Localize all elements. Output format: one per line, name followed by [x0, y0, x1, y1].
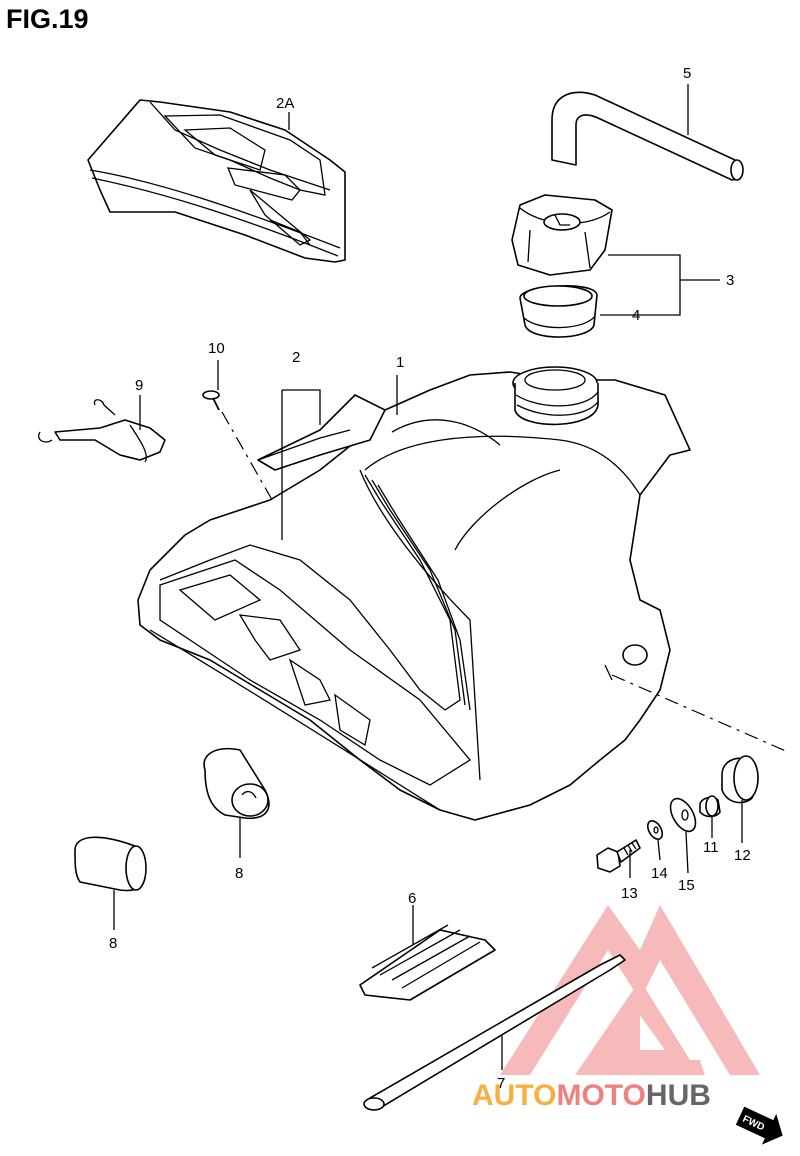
callout-3: 3: [726, 272, 734, 289]
hose-clip-9[interactable]: [38, 399, 166, 463]
screw-10[interactable]: [202, 390, 220, 411]
watermark-hub: HUB: [646, 1079, 711, 1112]
fuel-tank-1[interactable]: [137, 366, 691, 821]
cushion-8-upper[interactable]: [203, 748, 270, 819]
callout-5: 5: [683, 65, 691, 82]
figure-title: FIG.19: [6, 4, 89, 34]
leader-3: [600, 254, 720, 316]
breather-hose-5[interactable]: [551, 91, 744, 181]
connector-12: [611, 674, 789, 753]
fuel-cap-3[interactable]: [511, 194, 613, 276]
cap-gasket-4[interactable]: [519, 285, 598, 338]
watermark-moto: MOTO: [556, 1079, 645, 1112]
band-7[interactable]: [363, 954, 626, 1111]
callout-15: 15: [678, 877, 695, 894]
callout-11: 11: [703, 839, 719, 856]
watermark-logo-icon: [500, 905, 760, 1075]
bolt-13[interactable]: [596, 839, 641, 873]
washer-15[interactable]: [665, 794, 700, 835]
callout-9: 9: [135, 377, 143, 394]
collar-11[interactable]: [699, 795, 721, 818]
leader-15: [685, 831, 689, 874]
callout-14: 14: [651, 865, 668, 882]
callout-6: 6: [408, 890, 416, 907]
watermark-text: AUTOMOTOHUB: [472, 1079, 711, 1112]
callout-4: 4: [632, 307, 640, 324]
callout-10: 10: [208, 340, 225, 357]
leader-2: [281, 389, 321, 540]
leader-14: [657, 839, 661, 861]
fwd-arrow-icon: FWD: [735, 1106, 783, 1145]
cushion-pad-6[interactable]: [359, 924, 496, 1001]
grommet-12[interactable]: [721, 755, 759, 804]
watermark-auto: AUTO: [472, 1079, 556, 1112]
callout-12: 12: [734, 847, 751, 864]
decal-2[interactable]: [257, 429, 351, 461]
callout-1: 1: [396, 354, 404, 371]
connector-10: [221, 411, 276, 506]
cushion-8-lower[interactable]: [74, 836, 147, 892]
callout-2: 2: [292, 349, 300, 366]
callout-13: 13: [621, 885, 638, 902]
callout-7: 7: [497, 1075, 505, 1092]
callout-2a: 2A: [276, 95, 294, 112]
callout-8-lower: 8: [109, 935, 117, 952]
spring-washer-14[interactable]: [645, 818, 665, 841]
decal-2a[interactable]: [87, 99, 346, 263]
callout-8-upper: 8: [235, 865, 243, 882]
